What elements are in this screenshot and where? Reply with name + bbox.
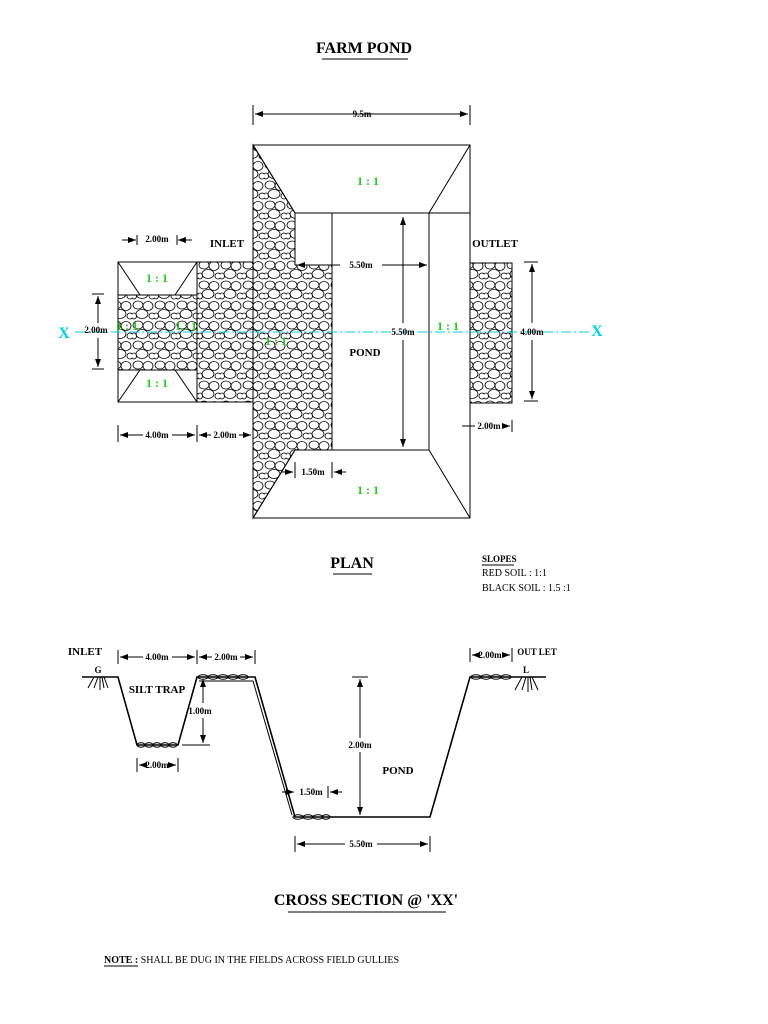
axis-label-left: X: [58, 325, 70, 342]
ground-hatch-left: [87, 676, 109, 690]
axis-label-right: X: [591, 323, 603, 340]
dim-outlet-width-label: 2.00m: [477, 421, 501, 431]
slope-ratio-label: 1 : 1: [146, 271, 168, 285]
plan-outlet-label: OUTLET: [472, 238, 519, 250]
slopes-black-soil: BLACK SOIL : 1.5 :1: [482, 583, 571, 594]
slope-line: [252, 449, 296, 519]
slopes-heading: SLOPES: [482, 554, 517, 564]
dim-inner-height-label: 5.50m: [391, 327, 415, 337]
ground-mark-left: G: [94, 665, 101, 675]
dim-silt-height-label: 2.00m: [84, 325, 108, 335]
drawing-title: FARM POND: [316, 40, 412, 57]
dim-section-silt-bottom-label: 2.00m: [145, 760, 169, 770]
section-inlet-label: INLET: [68, 646, 103, 658]
plan-view: 9.5m INLET OUTLET POND 1 : 1 1: [58, 105, 603, 520]
dim-section-berm-label: 2.00m: [214, 652, 238, 662]
slope-line: [252, 144, 296, 214]
dim-inlet-channel-label: 2.00m: [213, 430, 237, 440]
slope-ratio-label: 1 : 1: [437, 319, 459, 333]
slope-ratio-label: 1 : 1: [175, 319, 197, 333]
slope-ratio-label: 1 : 1: [265, 334, 287, 348]
dim-inlet-top-label: 2.00m: [145, 234, 169, 244]
section-stones: [136, 674, 512, 820]
note-text: SHALL BE DUG IN THE FIELDS ACROSS FIELD …: [138, 955, 399, 966]
silt-trap-label: SILT TRAP: [129, 684, 186, 696]
section-pitching-line: [199, 680, 293, 816]
slope-ratio-label: 1 : 1: [146, 376, 168, 390]
section-outlet-label: OUT LET: [517, 647, 557, 657]
dim-section-silt-top-label: 4.00m: [145, 652, 169, 662]
dim-section-outlet-label: 2.00m: [478, 650, 502, 660]
dim-inner-width-label: 5.50m: [349, 260, 373, 270]
dim-overall-width-label: 9.5m: [353, 109, 372, 119]
plan-inlet-label: INLET: [210, 238, 245, 250]
slope-ratio-label: 1 : 1: [116, 319, 138, 333]
plan-pond-label: POND: [349, 347, 380, 359]
ground-hatch-right: [514, 676, 539, 692]
cross-section-view: G L INLET OUT LET SILT TRAP POND 4.00m 2…: [68, 646, 557, 852]
note-label: NOTE :: [104, 955, 138, 966]
plan-title: PLAN: [330, 555, 374, 572]
dim-outlet-height-label: 4.00m: [520, 327, 544, 337]
note: NOTE : SHALL BE DUG IN THE FIELDS ACROSS…: [104, 955, 399, 966]
dim-silt-length-label: 4.00m: [145, 430, 169, 440]
dim-section-silt-depth-label: 1.00m: [188, 706, 212, 716]
slope-line: [117, 261, 141, 296]
dim-section-pond-bottom-label: 5.50m: [349, 839, 373, 849]
slopes-note: SLOPES RED SOIL : 1:1 BLACK SOIL : 1.5 :…: [482, 554, 571, 594]
slopes-red-soil: RED SOIL : 1:1: [482, 568, 547, 579]
slope-line: [174, 369, 198, 403]
dim-slope-offset-label: 1.50m: [301, 467, 325, 477]
ground-mark-right: L: [523, 665, 529, 675]
slope-ratio-label: 1 : 1: [357, 174, 379, 188]
section-pond-label: POND: [382, 765, 413, 777]
cross-section-title: CROSS SECTION @ 'XX': [274, 892, 458, 909]
dim-section-pond-depth-label: 2.00m: [348, 740, 372, 750]
slope-line: [428, 449, 471, 519]
slope-line: [428, 144, 471, 214]
slope-line: [117, 369, 141, 403]
slope-line: [174, 261, 198, 296]
outlet-channel: [469, 262, 513, 404]
section-profile: [82, 676, 546, 818]
dim-section-slope-offset-label: 1.50m: [299, 787, 323, 797]
slope-ratio-label: 1 : 1: [357, 483, 379, 497]
